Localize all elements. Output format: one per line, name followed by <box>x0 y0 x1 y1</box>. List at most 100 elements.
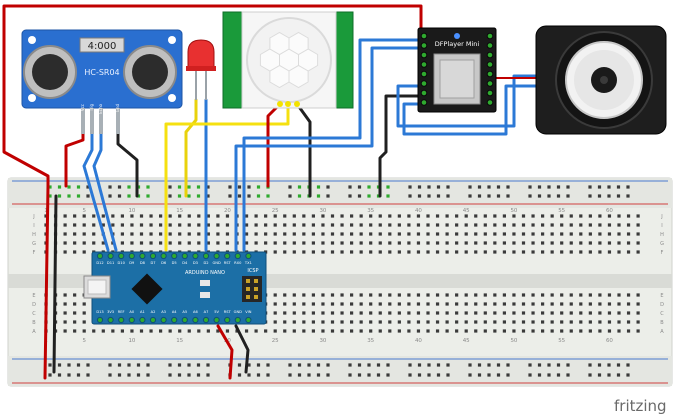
dfplayer-pin <box>486 32 494 40</box>
pir-lens-cell <box>288 64 309 89</box>
nano-pin-label: GND <box>234 310 242 314</box>
wire-black-ultrasonic-gnd <box>116 132 139 198</box>
row-letter: E <box>32 293 35 299</box>
icsp-pin <box>254 287 258 291</box>
nano-pin-label: A7 <box>204 310 209 314</box>
ultrasonic-pin <box>99 108 103 134</box>
nano-pin <box>213 316 220 324</box>
ultrasonic-label: HC-SR04 <box>84 68 119 77</box>
dfplayer-pin <box>486 89 494 97</box>
row-letter: G <box>660 241 664 247</box>
icsp-pin <box>246 287 250 291</box>
nano-pin-label: RST <box>224 261 232 265</box>
nano-pin <box>192 252 199 260</box>
nano-pin-label: D5 <box>172 261 177 265</box>
icsp-pin <box>246 295 250 299</box>
ultrasonic-pin-label: Gnd <box>115 104 120 113</box>
wire-yellow-pir-out <box>164 102 290 252</box>
nano-pin-label: D4 <box>182 261 188 265</box>
nano-pin-label: A6 <box>193 310 198 314</box>
nano-pin <box>234 316 241 324</box>
row-letter: F <box>661 250 664 256</box>
nano-pin <box>224 252 231 260</box>
nano-pin-label: D3 <box>193 261 198 265</box>
row-letter: D <box>32 302 36 308</box>
nano-pin <box>181 252 188 260</box>
nano-pin <box>202 252 210 260</box>
row-letter: A <box>32 329 36 335</box>
nano-pin <box>234 252 241 260</box>
bottom-power-rail <box>8 356 672 386</box>
nano-pin <box>245 316 252 324</box>
nano-pin <box>149 316 157 324</box>
wire-blue-mp3-spk1 <box>396 74 538 128</box>
nano-pin-label: D12 <box>96 261 103 265</box>
row-letter: D <box>660 302 664 308</box>
row-letter: J <box>660 214 662 220</box>
nano-pin-label: RX0 <box>234 261 242 265</box>
nano-pin <box>139 252 146 260</box>
nano-pin-label: A5 <box>182 310 187 314</box>
nano-pin <box>118 252 125 260</box>
ultrasonic-display: 4:000 <box>88 41 117 52</box>
icsp-pin <box>246 279 250 283</box>
dfplayer-pin <box>420 51 428 59</box>
nano-pin-label: 5V <box>214 310 219 314</box>
ultrasonic-pin <box>90 108 94 134</box>
wire-red-ultrasonic-vcc <box>64 132 85 188</box>
nano-pin <box>128 252 135 260</box>
dfplayer-pin <box>420 32 428 40</box>
dfplayer-pin <box>486 99 494 106</box>
nano-pin-label: D9 <box>129 261 135 265</box>
nano-pin-label: A2 <box>151 310 156 314</box>
row-letter: B <box>32 320 36 326</box>
dfplayer-mini: DFPlayer Mini <box>417 27 497 113</box>
nano-pin-label: D2 <box>203 261 208 265</box>
row-letter: I <box>661 223 662 229</box>
nano-pin-label: D7 <box>150 261 155 265</box>
nano-pin <box>245 252 252 260</box>
icsp-label: ICSP <box>247 268 258 274</box>
icsp-header <box>242 276 262 302</box>
column-number: 25 <box>272 208 279 214</box>
nano-pin-label: D11 <box>107 261 114 265</box>
row-letter: F <box>33 250 36 256</box>
column-number: 30 <box>319 338 326 344</box>
column-number: 60 <box>606 208 613 214</box>
nano-pin-label: D13 <box>96 310 103 314</box>
dfplayer-pin <box>420 99 428 106</box>
wire-blue-mp3-spk2 <box>402 84 538 136</box>
icsp-pin <box>254 295 258 299</box>
nano-pin <box>107 252 114 260</box>
column-number: 40 <box>415 338 422 344</box>
dfplayer-pin <box>486 51 494 59</box>
row-letter: A <box>660 329 664 335</box>
column-number: 35 <box>367 208 374 214</box>
top-power-rail <box>8 178 672 208</box>
column-number: 60 <box>606 338 613 344</box>
wire-yellow-led <box>184 98 198 198</box>
ultrasonic-pin-label: Vcc <box>80 104 85 111</box>
dfplayer-pin <box>486 80 494 87</box>
nano-pin <box>139 316 146 324</box>
pir-sensor <box>222 11 354 109</box>
nano-pin <box>96 316 104 324</box>
row-letter: C <box>32 311 36 317</box>
nano-pin <box>181 316 188 324</box>
wire-blue-ultrasonic-trig <box>82 132 110 252</box>
nano-pin <box>96 252 104 260</box>
nano-pin <box>192 316 199 324</box>
ultrasonic-pin <box>81 108 85 134</box>
column-number: 10 <box>128 208 135 214</box>
dfplayer-pin <box>420 89 428 97</box>
fritzing-watermark: fritzing <box>614 397 667 415</box>
row-letter: I <box>33 223 34 229</box>
column-number: 45 <box>463 208 470 214</box>
speaker <box>535 25 667 135</box>
nano-pin-label: VIN <box>245 310 252 314</box>
dfplayer-pin <box>420 42 428 49</box>
nano-pin-label: TX1 <box>244 261 252 265</box>
wire-blue-ultrasonic-echo <box>92 132 118 252</box>
